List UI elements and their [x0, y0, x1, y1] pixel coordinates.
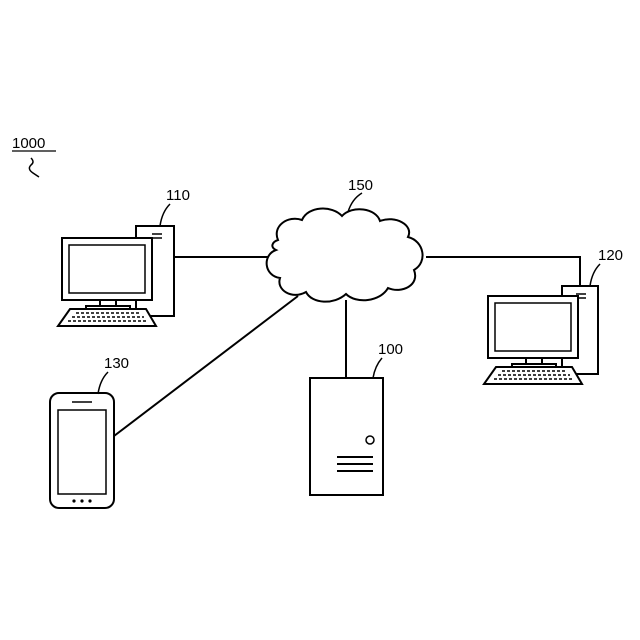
server-label: 100 [378, 341, 403, 358]
phone-label: 130 [104, 355, 129, 372]
system-label-squiggle [29, 158, 39, 177]
desktop-b-label: 120 [598, 247, 623, 264]
network-cloud-icon [267, 209, 423, 302]
server-icon [310, 378, 383, 495]
desktop-a-leader [160, 204, 170, 226]
phone-icon [50, 393, 114, 508]
system-label: 1000 [12, 135, 45, 152]
desktop-a-label: 110 [166, 187, 190, 204]
desktop-a-icon [58, 226, 174, 326]
desktop-b-icon [484, 286, 598, 384]
phone-leader [98, 372, 108, 394]
server-leader [373, 358, 382, 378]
desktop-b-leader [590, 264, 600, 286]
network-label: 150 [348, 177, 373, 194]
